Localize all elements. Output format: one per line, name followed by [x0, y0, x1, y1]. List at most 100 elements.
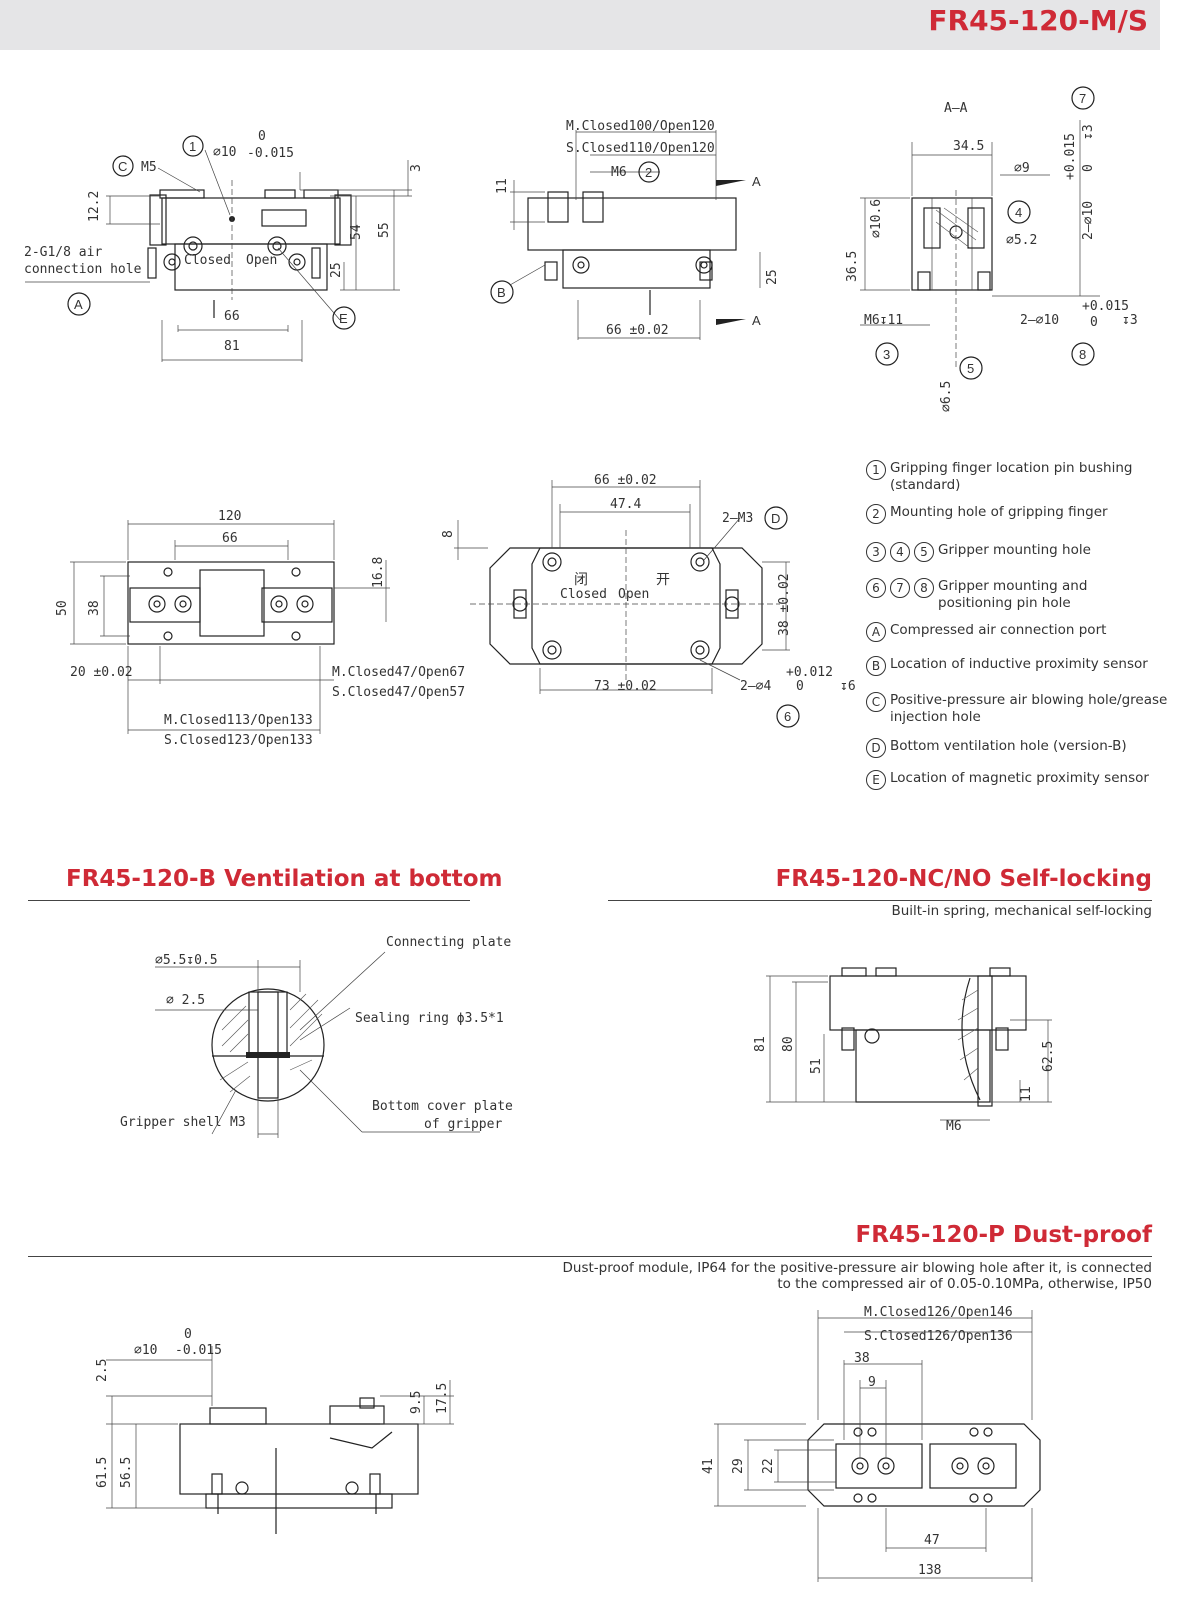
legend-item-2: 2 Mounting hole of gripping finger	[866, 504, 1108, 524]
label-m-closed-47: M.Closed47/Open67	[332, 665, 465, 680]
dim-62-5: 62.5	[1041, 1041, 1056, 1072]
dim-38: 38	[854, 1351, 870, 1366]
dim-34-5: 34.5	[953, 139, 984, 154]
legend-marker: 4	[890, 542, 910, 562]
label-m5: M5	[141, 160, 157, 175]
label-phi10: ⌀10	[134, 1343, 157, 1358]
legend-text: Mounting hole of gripping finger	[890, 504, 1108, 520]
legend-marker: D	[866, 738, 886, 758]
label-phi2-5: ⌀ 2.5	[166, 993, 205, 1008]
label-tol-zero: 0	[1081, 164, 1096, 172]
dim-80: 80	[781, 1036, 796, 1052]
label-tol-zero: 0	[796, 679, 804, 694]
legend-text: Compressed air connection port	[890, 622, 1107, 638]
legend-marker: 3	[866, 542, 886, 562]
section-arrow-a-bottom: A	[752, 313, 761, 328]
dim-61-5: 61.5	[95, 1457, 110, 1488]
section-b-title: FR45-120-B Ventilation at bottom	[66, 866, 503, 892]
dim-56-5: 56.5	[119, 1457, 134, 1488]
legend-item-3: 3 4 5 Gripper mounting hole	[866, 542, 1091, 562]
section-nc-subtitle: Built-in spring, mechanical self-locking	[891, 903, 1152, 919]
legend-item-a: A Compressed air connection port	[866, 622, 1106, 642]
label-m-closed-113: M.Closed113/Open133	[164, 713, 313, 728]
dim-47-4: 47.4	[610, 497, 641, 512]
callout-d: D	[771, 511, 780, 526]
callout-3: 3	[883, 347, 890, 362]
legend-text: Gripper mounting and positioning pin hol…	[938, 578, 1088, 611]
label-tol-bottom: -0.015	[175, 1343, 222, 1358]
label-tol-top: 0	[184, 1327, 192, 1342]
callout-e: E	[339, 311, 348, 326]
label-phi5-2: ⌀5.2	[1006, 233, 1037, 248]
section-p-title: FR45-120-P Dust-proof	[855, 1222, 1152, 1248]
dim-2-5: 2.5	[95, 1359, 110, 1382]
header-band	[0, 0, 1160, 50]
callout-7: 7	[1079, 91, 1086, 106]
legend-item-4: 6 7 8 Gripper mounting and positioning p…	[866, 578, 1162, 612]
dim-38: 38	[87, 600, 102, 616]
label-air-1: 2-G1/8 air	[24, 245, 102, 260]
label-closed-cn: 闭	[574, 571, 588, 587]
legend-item-d: D Bottom ventilation hole (version-B)	[866, 738, 1127, 758]
legend-item-c: C Positive-pressure air blowing hole/gre…	[866, 692, 1176, 726]
legend-text: Location of inductive proximity sensor	[890, 656, 1148, 672]
section-p-rule	[28, 1256, 1152, 1257]
dim-36-5: 36.5	[845, 251, 860, 282]
label-phi9: ⌀9	[1014, 161, 1030, 176]
legend-marker: 1	[866, 460, 886, 480]
callout-c: C	[118, 159, 127, 174]
label-phi10-6: ⌀10.6	[869, 199, 884, 238]
legend-text: Gripper mounting hole	[938, 542, 1091, 558]
label-open: Open	[246, 253, 277, 268]
section-label-aa: A—A	[944, 101, 968, 116]
label-tol-bottom: -0.015	[247, 146, 294, 161]
label-s-closed: S.Closed110/Open120	[566, 141, 715, 156]
section-b-rule	[28, 900, 470, 901]
dim-50: 50	[55, 600, 70, 616]
dim-29: 29	[731, 1458, 746, 1474]
label-s-closed-47: S.Closed47/Open57	[332, 685, 465, 700]
label-closed: Closed	[184, 253, 231, 268]
legend-marker: C	[866, 692, 886, 712]
callout-6: 6	[784, 709, 791, 724]
callout-8: 8	[1079, 347, 1086, 362]
dim-9: 9	[868, 1375, 876, 1390]
dim-66: 66 ±0.02	[606, 323, 669, 338]
label-m6: M6	[946, 1119, 962, 1134]
legend-marker: 8	[914, 578, 934, 598]
callout-b: B	[497, 285, 506, 300]
legend-text: Gripping finger location pin bushing (st…	[890, 460, 1133, 493]
label-depth-6: ↧6	[840, 679, 856, 694]
dim-120: 120	[218, 509, 241, 524]
label-sealing-ring: Sealing ring ϕ3.5*1	[355, 1011, 504, 1026]
dim-138: 138	[918, 1563, 941, 1578]
legend-marker: A	[866, 622, 886, 642]
section-nc-title: FR45-120-NC/NO Self-locking	[775, 866, 1152, 892]
dim-81: 81	[753, 1036, 768, 1052]
label-tol-plus-b: +0.015	[1082, 299, 1129, 314]
dim-66: 66	[222, 531, 238, 546]
label-tol-top: 0	[258, 129, 266, 144]
callout-5: 5	[967, 361, 974, 376]
label-2-m3: 2—M3	[722, 511, 753, 526]
legend-marker: B	[866, 656, 886, 676]
dim-20: 20 ±0.02	[70, 665, 133, 680]
dim-11: 11	[1019, 1086, 1034, 1102]
section-arrow-a-top: A	[752, 174, 761, 189]
legend-marker: 5	[914, 542, 934, 562]
dim-54: 54	[349, 224, 364, 240]
label-closed: Closed	[560, 587, 607, 602]
callout-1: 1	[189, 139, 196, 154]
label-open-cn: 开	[656, 571, 670, 587]
page-title: FR45-120-M/S	[928, 4, 1148, 37]
legend-marker: 7	[890, 578, 910, 598]
dim-51: 51	[809, 1058, 824, 1074]
dim-22: 22	[761, 1458, 776, 1474]
section-p-subtitle-1: Dust-proof module, IP64 for the positive…	[562, 1260, 1152, 1276]
